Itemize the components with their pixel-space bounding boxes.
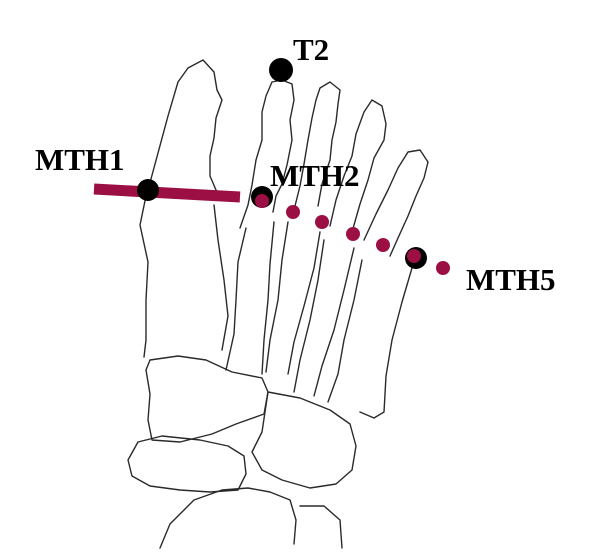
second-metatarsal-outline [226, 222, 274, 374]
mth5-label: MTH5 [466, 264, 556, 295]
arc-dot-5 [376, 238, 390, 252]
fifth-metatarsal-outline [328, 260, 412, 418]
medial-cuneiform-outline [146, 356, 268, 442]
hallux-outline [148, 60, 222, 200]
t2-label: T2 [293, 34, 329, 65]
fourth-metatarsal-outline [294, 240, 354, 396]
mth2-label: MTH2 [270, 160, 360, 191]
mth1-label: MTH1 [35, 144, 125, 175]
mth1-reference-line [94, 189, 240, 197]
arc-dot-7 [436, 261, 450, 275]
navicular-outline [128, 436, 246, 492]
cuboid-outline [252, 392, 356, 488]
arc-dot-2 [286, 205, 300, 219]
first-metatarsal-outline [140, 196, 228, 357]
fifth-toe-outline [364, 150, 428, 256]
arc-dot-1 [255, 194, 269, 208]
talus-outline [160, 488, 296, 548]
third-metatarsal-outline [266, 222, 320, 374]
arc-dot-3 [315, 215, 329, 229]
arc-dot-6 [407, 249, 421, 263]
arc-dot-4 [346, 227, 360, 241]
mth1-marker [137, 179, 159, 201]
t2-marker [269, 58, 293, 82]
calcaneus-outline [300, 506, 342, 548]
